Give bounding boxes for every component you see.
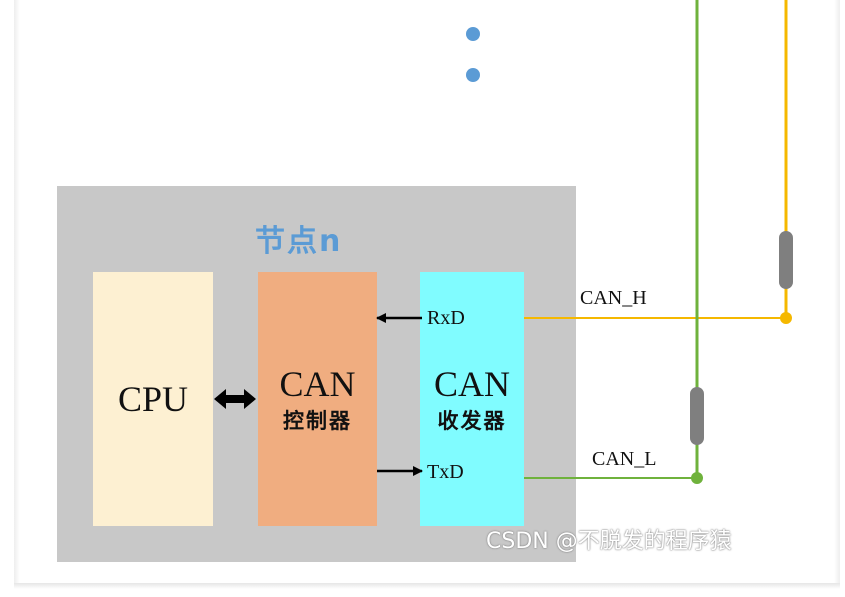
watermark: CSDN @不脱发的程序猿: [486, 529, 732, 554]
can-controller-block: CAN 控制器: [258, 272, 377, 526]
transceiver-name: CAN: [433, 364, 510, 404]
ellipsis-dot: [466, 68, 480, 82]
cpu-controller-double-arrow: [214, 389, 256, 409]
txd-label: TxD: [427, 461, 464, 483]
transceiver-subtitle: 收发器: [437, 409, 507, 433]
frame-right-edge: [834, 0, 840, 589]
can-h-junction: [780, 312, 792, 324]
rxd-label: RxD: [427, 307, 465, 329]
can-l-junction: [691, 472, 703, 484]
controller-subtitle: 控制器: [283, 409, 352, 433]
can-l-label: CAN_L: [592, 448, 657, 470]
termination-resistor-low: [690, 387, 704, 445]
frame-left-edge: [14, 0, 20, 588]
cpu-block: CPU: [93, 272, 213, 526]
controller-name: CAN: [279, 364, 356, 404]
cpu-label: CPU: [117, 379, 189, 419]
can-transceiver-block: CAN 收发器: [420, 272, 524, 526]
ellipsis-dot: [466, 27, 480, 41]
can-h-label: CAN_H: [580, 287, 647, 309]
node-title: 节点n: [255, 224, 343, 259]
termination-resistor-high: [779, 231, 793, 289]
frame-bottom-edge: [14, 583, 840, 589]
